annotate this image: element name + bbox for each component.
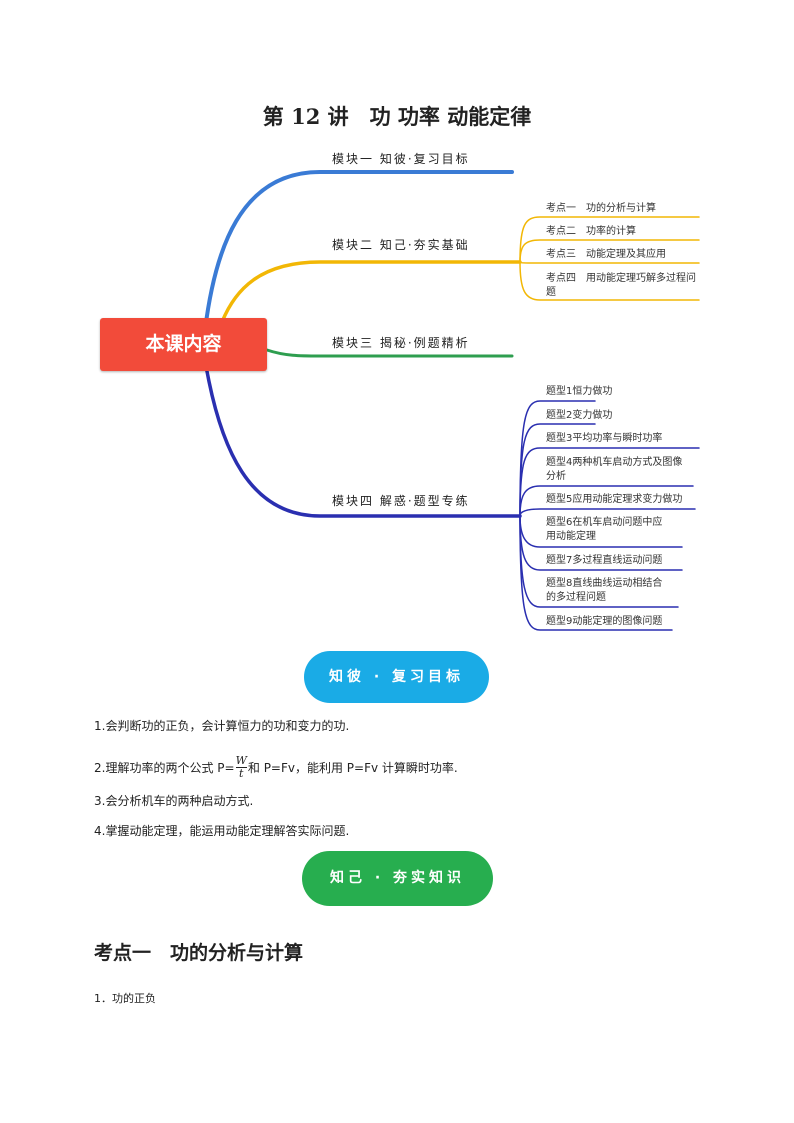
goal-4: 4.掌握动能定理，能运用动能定理解答实际问题. bbox=[94, 824, 350, 838]
module4-item: 题型4两种机车启动方式及图像分析 bbox=[546, 457, 683, 482]
section-heading: 考点一 功的分析与计算 bbox=[94, 942, 304, 964]
module4-item: 题型2变力做功 bbox=[546, 410, 613, 421]
module-1: 模块一 知彼·复习目标 bbox=[332, 152, 470, 166]
numerator: W bbox=[235, 754, 247, 768]
module2-item: 考点一 功的分析与计算 bbox=[546, 203, 656, 214]
module4-item: 题型1恒力做功 bbox=[546, 386, 613, 397]
goal-2: 2.理解功率的两个公式 P= W t 和 P=Fv，能利用 P=Fv 计算瞬时功… bbox=[94, 755, 458, 780]
module2-item: 考点三 动能定理及其应用 bbox=[546, 249, 666, 260]
branch-module2 bbox=[220, 260, 522, 324]
denominator: t bbox=[239, 767, 244, 780]
module4-item: 题型7多过程直线运动问题 bbox=[546, 555, 663, 566]
paragraph: 1．功的正负 bbox=[94, 992, 156, 1005]
module4-item: 题型3平均功率与瞬时功率 bbox=[546, 433, 663, 444]
module4-item: 题型9动能定理的图像问题 bbox=[546, 616, 663, 627]
module4-sublines bbox=[519, 400, 700, 631]
module2-item: 考点二 功率的计算 bbox=[546, 226, 636, 237]
page-title: 第 12 讲 功 功率 动能定律 bbox=[262, 104, 532, 129]
fraction: W t bbox=[235, 754, 247, 780]
branch-module3 bbox=[265, 348, 514, 358]
goal-3: 3.会分析机车的两种启动方式. bbox=[94, 794, 254, 808]
basics-banner: 知己 · 夯实知识 bbox=[302, 851, 493, 906]
module-4: 模块四 解惑·题型专练 bbox=[332, 494, 470, 508]
branch-module4 bbox=[203, 358, 522, 518]
goals-banner: 知彼 · 复习目标 bbox=[304, 651, 489, 703]
module-3: 模块三 揭秘·例题精析 bbox=[332, 336, 470, 350]
module2-sublines bbox=[519, 216, 700, 301]
module-2: 模块二 知己·夯实基础 bbox=[332, 238, 470, 252]
branch-module1 bbox=[203, 170, 514, 332]
module4-item: 题型6在机车启动问题中应用动能定理 bbox=[546, 517, 663, 542]
module4-item: 题型5应用动能定理求变力做功 bbox=[546, 494, 683, 505]
module2-item: 考点四 用动能定理巧解多过程问题 bbox=[546, 273, 696, 298]
goal-2-text-b: 和 P=Fv，能利用 P=Fv 计算瞬时功率. bbox=[247, 761, 458, 775]
goal-1: 1.会判断功的正负，会计算恒力的功和变力的功. bbox=[94, 719, 350, 733]
mindmap-center: 本课内容 bbox=[100, 318, 267, 371]
module4-item: 题型8直线曲线运动相结合的多过程问题 bbox=[546, 578, 663, 603]
goal-2-text-a: 2.理解功率的两个公式 P= bbox=[94, 761, 235, 775]
